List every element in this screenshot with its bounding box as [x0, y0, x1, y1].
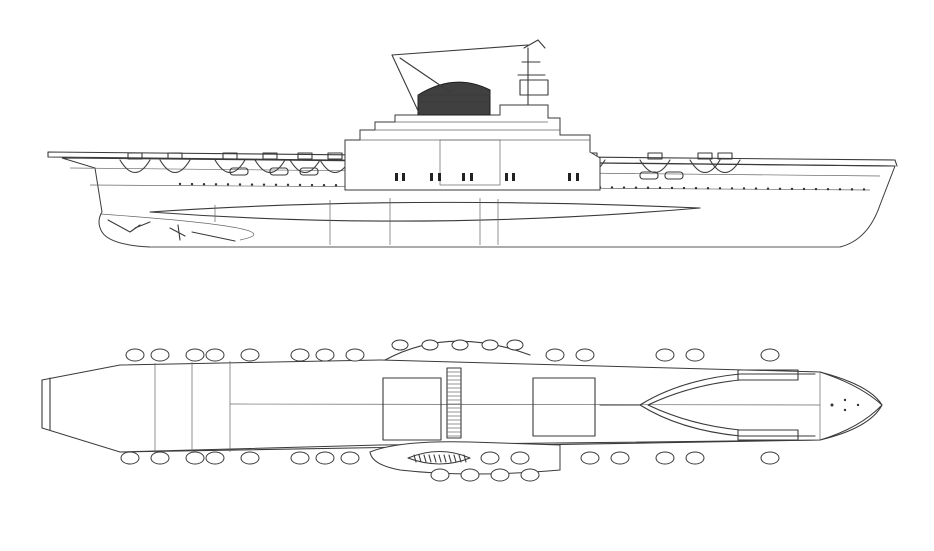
catapult-bridle	[599, 373, 816, 437]
gun-tub	[315, 451, 335, 465]
porthole	[178, 182, 182, 186]
gun-tub	[520, 468, 540, 482]
porthole	[706, 187, 710, 190]
gun-tub	[685, 348, 705, 362]
gun-tub	[506, 339, 524, 351]
gun-tub	[205, 348, 225, 362]
porthole	[202, 182, 206, 186]
porthole	[754, 187, 758, 190]
gun-tub	[760, 451, 780, 465]
gun-tub	[655, 348, 675, 362]
porthole	[634, 186, 638, 189]
plan-view	[41, 339, 883, 482]
gun-tub	[290, 348, 310, 362]
porthole	[802, 187, 806, 191]
plan-funnel	[407, 451, 471, 465]
gun-tub	[709, 159, 741, 174]
gun-tub	[451, 339, 469, 351]
porthole	[742, 187, 746, 190]
porthole	[610, 186, 614, 189]
aft-elevator	[532, 377, 596, 437]
porthole	[694, 186, 698, 190]
porthole	[322, 183, 326, 187]
side-bulge	[149, 201, 701, 222]
boat	[299, 167, 319, 176]
funnel-cap	[417, 81, 491, 116]
porthole	[670, 186, 674, 190]
gun-tub	[580, 451, 600, 465]
gun-tub	[159, 159, 191, 174]
gun-tub	[150, 348, 170, 362]
porthole	[790, 187, 794, 191]
porthole	[838, 188, 842, 191]
boat	[269, 167, 289, 176]
gun-tub	[760, 348, 780, 362]
porthole	[814, 187, 818, 191]
mast	[391, 39, 549, 116]
gun-tub	[545, 348, 565, 362]
porthole	[766, 187, 770, 190]
gun-tub	[510, 451, 530, 465]
porthole	[250, 183, 254, 186]
gun-tub	[490, 468, 510, 482]
forward-elevator	[382, 377, 442, 441]
porthole	[310, 183, 314, 187]
gun-tub	[315, 348, 335, 362]
gun-tub	[575, 348, 595, 362]
porthole	[646, 186, 650, 189]
porthole	[622, 186, 626, 189]
porthole	[226, 183, 230, 186]
porthole	[658, 186, 662, 190]
island-superstructure	[344, 39, 601, 191]
gun-tub	[610, 451, 630, 465]
porthole	[214, 183, 218, 186]
gun-tub	[345, 348, 365, 362]
gun-tub	[185, 451, 205, 465]
deck-barrier	[446, 367, 462, 439]
gun-tub	[240, 348, 260, 362]
porthole	[286, 183, 290, 187]
gun-tub	[125, 348, 145, 362]
side-propeller	[107, 219, 236, 242]
porthole	[298, 183, 302, 187]
gun-tub	[185, 348, 205, 362]
boat	[664, 171, 684, 180]
porthole	[190, 182, 194, 186]
gun-tub	[421, 339, 439, 351]
gun-tub	[460, 468, 480, 482]
gun-tub	[119, 159, 151, 174]
porthole	[850, 188, 854, 191]
porthole	[826, 187, 830, 191]
side-portholes	[178, 182, 866, 191]
porthole	[682, 186, 686, 190]
boat	[639, 171, 659, 180]
gun-tub	[120, 451, 140, 465]
porthole	[334, 184, 338, 187]
boat	[229, 167, 249, 176]
gun-tub	[481, 339, 499, 351]
side-view	[47, 39, 898, 248]
gun-tub	[685, 451, 705, 465]
gun-tub	[290, 451, 310, 465]
porthole	[274, 183, 278, 186]
gun-tub	[480, 451, 500, 465]
gun-tub	[430, 468, 450, 482]
porthole	[262, 183, 266, 186]
gun-tub	[689, 159, 721, 174]
gun-tub	[655, 451, 675, 465]
gun-tub	[289, 159, 321, 174]
gun-tub	[205, 451, 225, 465]
gun-tub	[340, 451, 360, 465]
porthole	[238, 183, 242, 186]
gun-tub	[150, 451, 170, 465]
porthole	[718, 187, 722, 190]
porthole	[778, 187, 782, 190]
plan-gun-tubs	[120, 339, 780, 482]
porthole	[862, 188, 866, 191]
porthole	[730, 187, 734, 190]
gun-tub	[391, 339, 409, 351]
gun-tub	[240, 451, 260, 465]
